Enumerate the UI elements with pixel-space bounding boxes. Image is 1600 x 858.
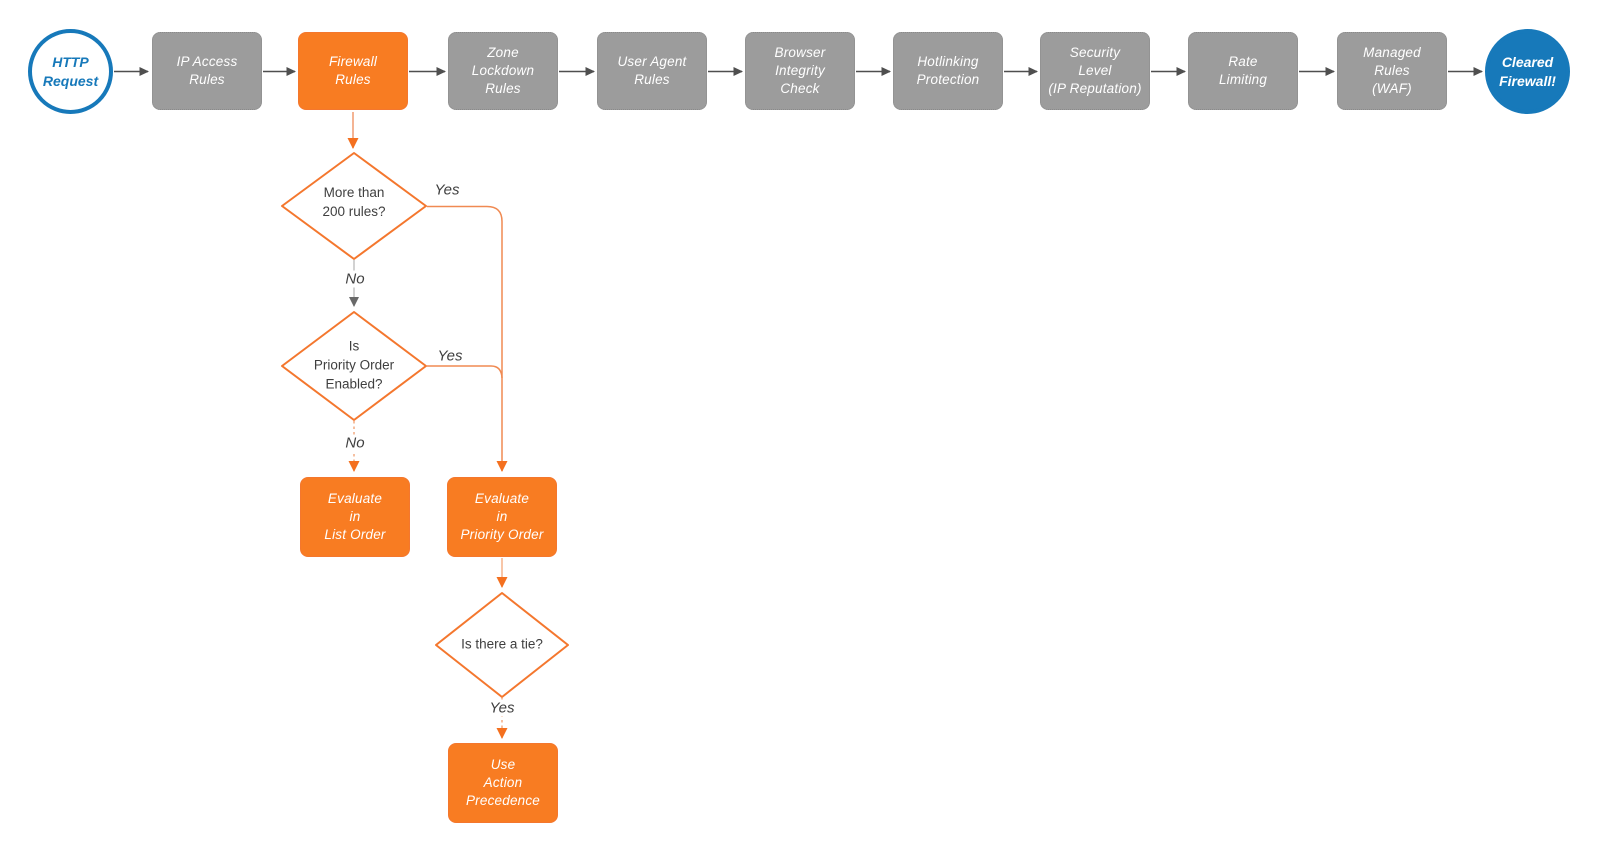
- edge-label-decision2-no: No: [342, 434, 368, 452]
- node-evaluate-in-priority-order: Evaluate in Priority Order: [447, 477, 557, 557]
- node-label: Cleared Firewall!: [1499, 54, 1556, 89]
- node-label: Firewall Rules: [328, 53, 378, 87]
- edge-label-decision2-yes: Yes: [437, 347, 463, 365]
- decision-more-than-200-rules-label: More than 200 rules?: [322, 185, 386, 219]
- edge-label-decision1-yes: Yes: [434, 181, 460, 199]
- node-label: Evaluate in List Order: [324, 490, 386, 543]
- node-label: Managed Rules (WAF): [1363, 44, 1421, 97]
- node-security-level-ip-reputation: Security Level (IP Reputation): [1040, 32, 1150, 110]
- node-use-action-precedence: Use Action Precedence: [448, 743, 558, 823]
- node-managed-rules-waf: Managed Rules (WAF): [1337, 32, 1447, 110]
- edge-label-decision3-yes: Yes: [486, 699, 518, 717]
- edge-label-decision1-no: No: [342, 270, 368, 288]
- node-http-request: HTTP Request: [28, 29, 113, 114]
- node-label: Zone Lockdown Rules: [471, 44, 535, 97]
- decision-is-there-a-tie-label: Is there a tie?: [461, 636, 543, 652]
- node-firewall-rules: Firewall Rules: [298, 32, 408, 110]
- node-label: User Agent Rules: [617, 53, 687, 87]
- node-user-agent-rules: User Agent Rules: [597, 32, 707, 110]
- node-label: Hotlinking Protection: [916, 53, 980, 87]
- node-ip-access-rules: IP Access Rules: [152, 32, 262, 110]
- node-browser-integrity-check: Browser Integrity Check: [745, 32, 855, 110]
- node-label: IP Access Rules: [176, 53, 238, 87]
- node-label: Rate Limiting: [1218, 53, 1268, 87]
- node-label: Evaluate in Priority Order: [460, 490, 544, 543]
- node-zone-lockdown-rules: Zone Lockdown Rules: [448, 32, 558, 110]
- node-cleared-firewall: Cleared Firewall!: [1485, 29, 1570, 114]
- decision-priority-order-enabled-label: Is Priority Order Enabled?: [313, 338, 395, 392]
- node-label: Use Action Precedence: [465, 756, 541, 809]
- node-label: Browser Integrity Check: [774, 44, 826, 97]
- node-label: Security Level (IP Reputation): [1048, 44, 1142, 97]
- node-evaluate-in-list-order: Evaluate in List Order: [300, 477, 410, 557]
- node-hotlinking-protection: Hotlinking Protection: [893, 32, 1003, 110]
- node-rate-limiting: Rate Limiting: [1188, 32, 1298, 110]
- node-label: HTTP Request: [42, 54, 99, 89]
